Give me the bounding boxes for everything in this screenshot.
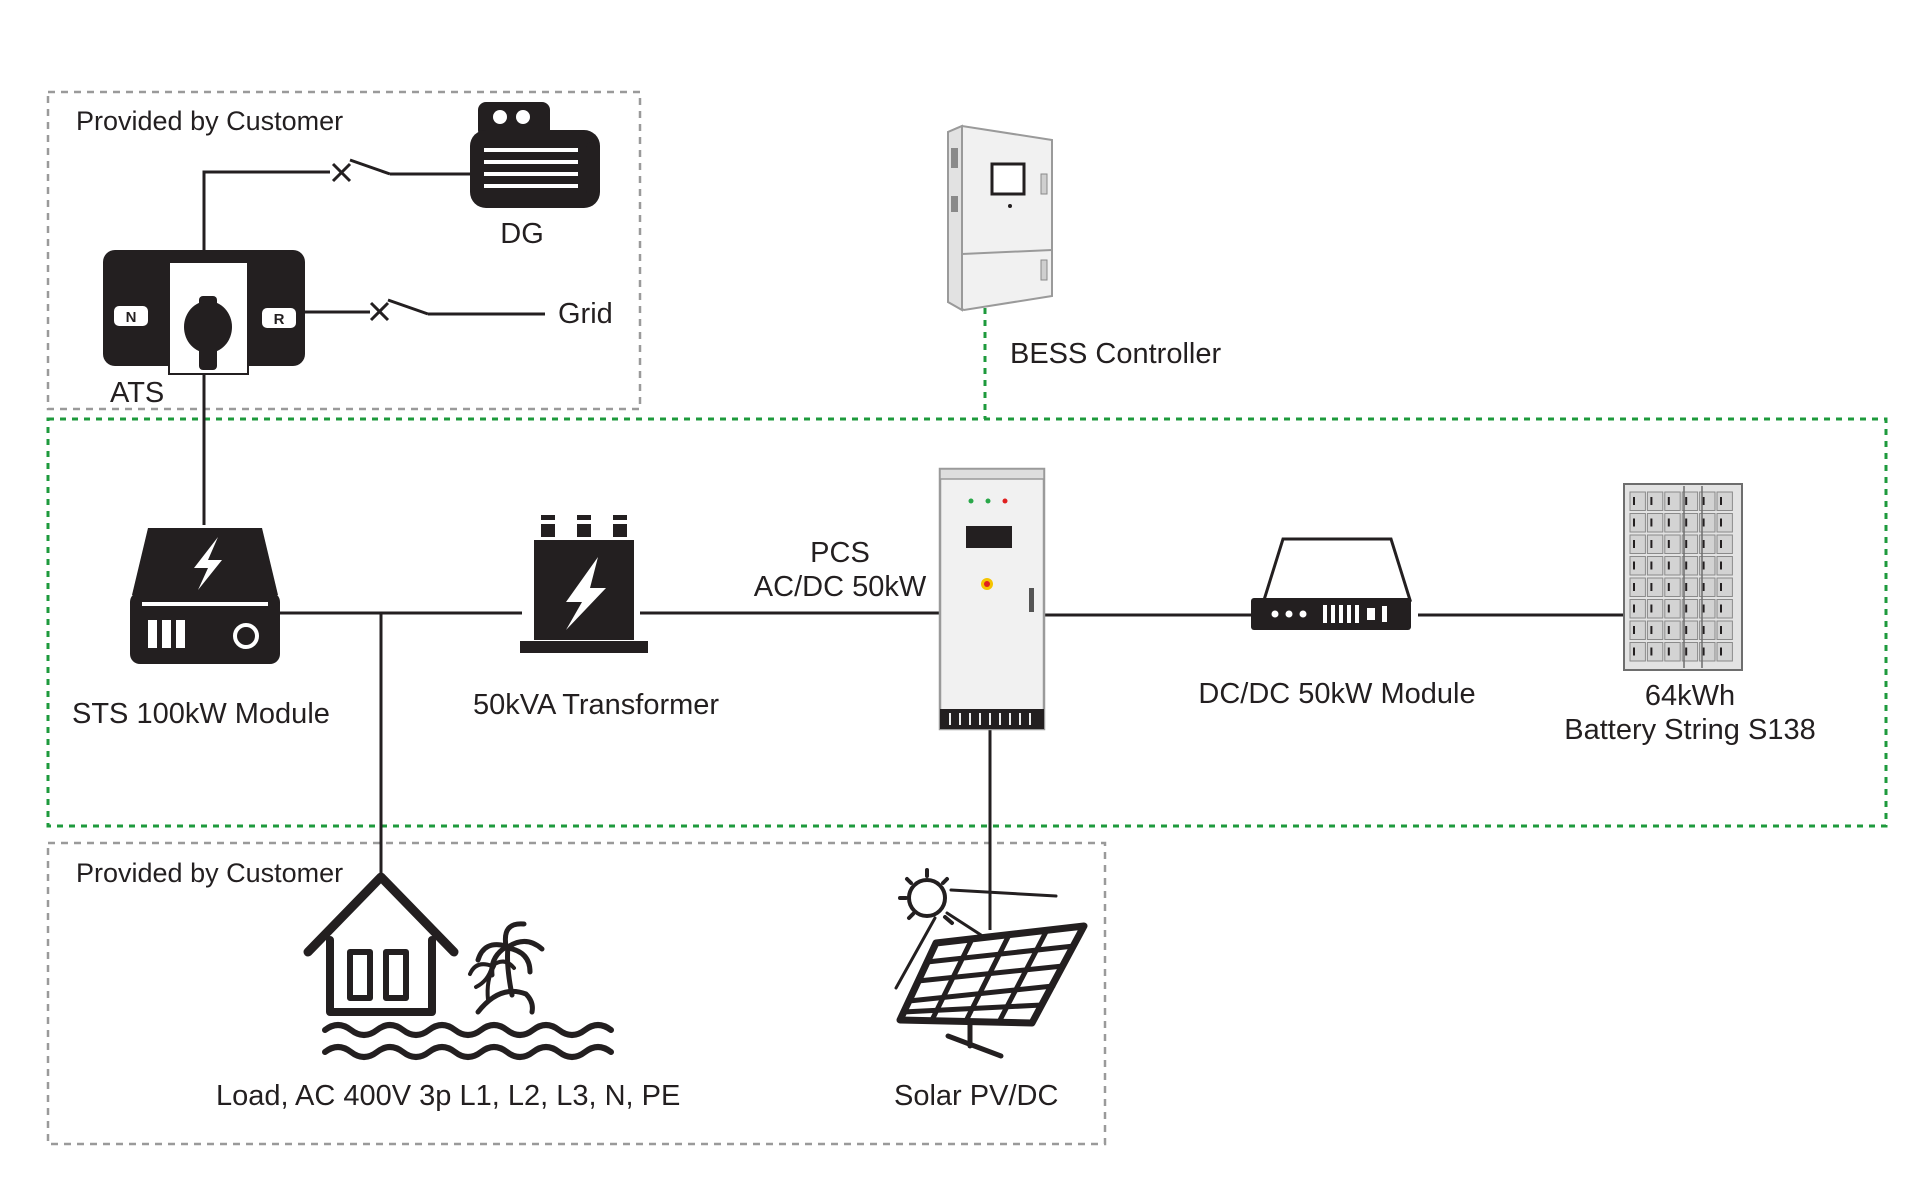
breaker-dg-blade [349,158,391,176]
customer-box-bottom-label: Provided by Customer [76,858,343,888]
battery-cell [1664,620,1681,640]
battery-cell [1629,534,1646,554]
battery-cell [1681,491,1699,511]
battery-cell [1681,534,1699,554]
load-label: Load, AC 400V 3p L1, L2, L3, N, PE [216,1080,680,1112]
battery-cell [1699,534,1716,554]
sts-module-icon [130,528,280,664]
breaker-x-icon [331,162,352,183]
battery-cell [1681,599,1699,619]
battery-cell [1664,534,1681,554]
battery-cell [1716,599,1733,619]
battery-cell [1681,556,1699,576]
ats-r-label: R [274,311,285,328]
customer-box-bottom [46,841,1107,1146]
battery-cell [1699,577,1716,597]
breaker-x-icon [369,301,390,322]
battery-cell [1629,620,1646,640]
battery-cell [1664,642,1681,662]
dcdc-module-icon [1251,537,1413,630]
system-scope-box [46,417,1888,828]
battery-cell [1629,556,1646,576]
battery-cell [1681,513,1699,533]
transformer-icon [520,515,648,653]
ats-label: ATS [110,377,164,409]
dcdc-label: DC/DC 50kW Module [1198,678,1475,710]
battery-cell [1699,513,1716,533]
pcs-label-line1: PCS [810,537,870,569]
battery-cell [1629,491,1646,511]
solar-panel-icon [894,868,1088,1059]
battery-cell [1646,620,1664,640]
battery-cell [1716,642,1733,662]
controller-cabinet-icon [947,124,1053,312]
pcs-label-line2: AC/DC 50kW [754,571,927,603]
solar-label: Solar PV/DC [894,1080,1058,1112]
battery-cell [1629,642,1646,662]
battery-cell [1664,599,1681,619]
battery-cell [1646,599,1664,619]
battery-cell [1664,491,1681,511]
battery-label-line1: 64kWh [1645,680,1735,712]
connection-lines [202,158,1624,930]
transformer-label: 50kVA Transformer [473,689,719,721]
battery-cell [1681,577,1699,597]
battery-cell [1646,642,1664,662]
battery-cell [1629,577,1646,597]
grid-label: Grid [558,298,613,330]
battery-cell [1716,513,1733,533]
battery-rack-icon [1623,483,1743,671]
battery-cell [1716,534,1733,554]
battery-cell [1629,513,1646,533]
battery-cell [1716,556,1733,576]
generator-icon [470,102,600,208]
sts-label: STS 100kW Module [72,698,330,730]
battery-cell [1699,620,1716,640]
house-island-icon [303,872,614,1060]
battery-label-line2: Battery String S138 [1564,714,1815,746]
battery-cell [1716,577,1733,597]
customer-box-top-label: Provided by Customer [76,106,343,136]
battery-cell [1664,513,1681,533]
battery-cell [1681,642,1699,662]
ats-switch-icon: N R [103,250,305,375]
battery-cell [1646,534,1664,554]
battery-cell [1646,491,1664,511]
battery-cell [1664,577,1681,597]
ats-n-label: N [126,309,137,326]
battery-cell [1646,556,1664,576]
battery-cell [1699,599,1716,619]
battery-cell [1716,491,1733,511]
battery-cell [1681,620,1699,640]
battery-cell [1664,556,1681,576]
dg-label: DG [500,218,544,250]
breaker-grid-blade [387,298,429,316]
battery-cell [1699,491,1716,511]
battery-cell [1646,513,1664,533]
line-ats-to-dg [202,170,330,262]
battery-cell [1699,556,1716,576]
pcs-cabinet-icon [938,467,1046,731]
bess-controller-label: BESS Controller [1010,338,1221,370]
battery-cell [1646,577,1664,597]
battery-cell [1716,620,1733,640]
battery-cell [1629,599,1646,619]
battery-cell [1699,642,1716,662]
